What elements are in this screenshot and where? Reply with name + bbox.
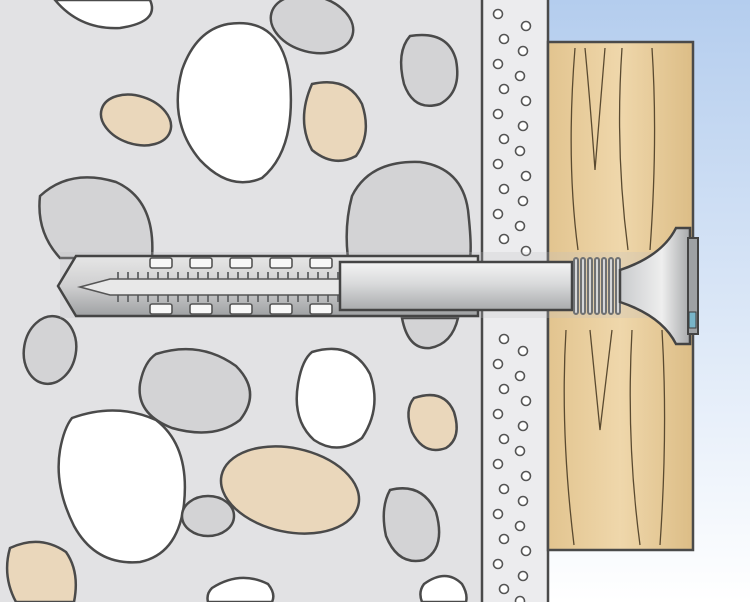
plaster-pore (514, 220, 526, 232)
stone-grey (400, 316, 460, 350)
thread-rib (580, 257, 586, 315)
wood-grain (563, 47, 666, 546)
plaster-pore (517, 495, 529, 507)
stone-grey (38, 176, 154, 260)
plaster-pore (492, 8, 504, 20)
plaster-pore (520, 395, 532, 407)
stone-tan (407, 393, 458, 452)
screw (76, 226, 699, 346)
plaster-pore (498, 433, 510, 445)
screw-head-face (687, 237, 699, 335)
plaster-pore (498, 133, 510, 145)
plaster-pore (498, 183, 510, 195)
stone-grey (345, 160, 472, 260)
screw-thread (573, 257, 621, 315)
plaster-pore (498, 83, 510, 95)
stone-white (176, 21, 293, 184)
plaster-pore (498, 33, 510, 45)
plaster-pore (498, 483, 510, 495)
plaster-pore (514, 370, 526, 382)
plaster-pore (492, 108, 504, 120)
aggregate-stones (5, 0, 472, 602)
plaster-pore (520, 20, 532, 32)
plaster-pore (520, 545, 532, 557)
plaster-pore (492, 558, 504, 570)
plaster-pore (517, 345, 529, 357)
thread-rib (573, 257, 579, 315)
plaster-pore (520, 245, 532, 257)
stone-white (206, 576, 275, 602)
plaster-pore (520, 95, 532, 107)
plaster-pore (492, 208, 504, 220)
plaster-pore (492, 358, 504, 370)
plaster-pore (514, 520, 526, 532)
plaster-pore (498, 333, 510, 345)
plaster-pore (492, 508, 504, 520)
plaster-pore (514, 145, 526, 157)
stone-white (57, 409, 187, 564)
plaster-pore (492, 458, 504, 470)
plaster-pore (498, 583, 510, 595)
plaster-pore (492, 58, 504, 70)
screw-body (338, 260, 574, 312)
plaster-pore (498, 383, 510, 395)
sleeve-slots (149, 257, 333, 315)
plaster-pore (492, 158, 504, 170)
plaster-pore (517, 420, 529, 432)
stone-grey (399, 33, 459, 107)
stone-tan (219, 445, 361, 535)
thread-rib (608, 257, 614, 315)
stone-grey (180, 494, 236, 538)
plaster-pore (492, 408, 504, 420)
plaster-pore (517, 195, 529, 207)
sleeve-teeth (117, 272, 339, 302)
stone-tan (5, 540, 77, 602)
plaster-pore (520, 170, 532, 182)
screw-countersunk-head (618, 226, 692, 346)
stone-grey (22, 314, 78, 386)
screw-drive-recess (688, 311, 697, 329)
thread-rib (594, 257, 600, 315)
plaster-pores (492, 8, 532, 602)
stone-grey (269, 0, 355, 55)
screw-shaft (76, 278, 349, 296)
stone-tan (302, 81, 368, 163)
stone-tan (99, 93, 173, 147)
plaster-pore (520, 470, 532, 482)
thread-rib (601, 257, 607, 315)
plaster-pore (517, 570, 529, 582)
stone-grey (138, 347, 252, 434)
stone-white (53, 0, 154, 30)
plaster-pore (517, 120, 529, 132)
plaster-pore (514, 70, 526, 82)
plaster-pore (517, 45, 529, 57)
thread-rib (587, 257, 593, 315)
plaster-pore (514, 595, 526, 602)
stone-white (295, 347, 376, 449)
plaster-pore (498, 533, 510, 545)
plaster-pore (514, 445, 526, 457)
stone-white (419, 574, 468, 602)
plaster-pore (498, 233, 510, 245)
stone-grey (382, 487, 441, 563)
